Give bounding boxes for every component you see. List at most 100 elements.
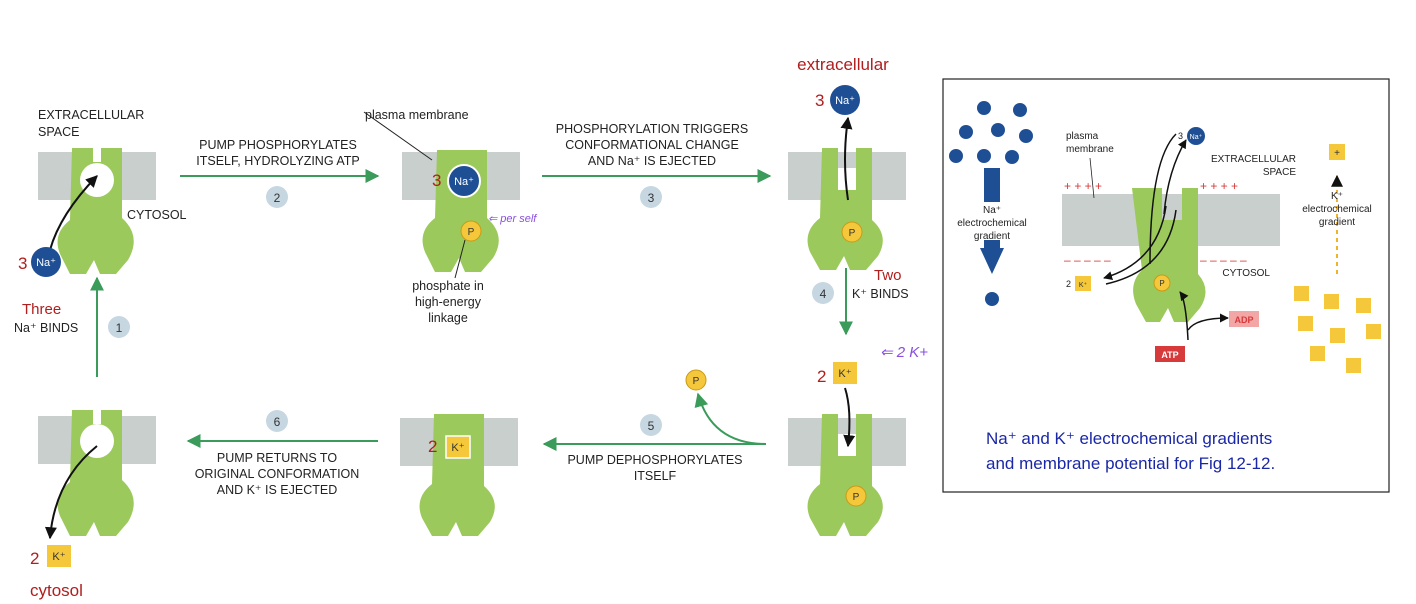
na-dots-cluster: [949, 101, 1033, 306]
inset-k-ion-label: K⁺: [1079, 282, 1088, 289]
k-gradient-label-1: K⁺: [1331, 191, 1343, 202]
step-6-number: 6: [274, 415, 281, 429]
k-ion-label-5: K⁺: [451, 442, 464, 454]
inset-extracellular-2: SPACE: [1263, 167, 1296, 178]
released-phosphate-label: P: [693, 376, 700, 387]
released-phosphate-icon: [685, 369, 707, 391]
k-count-6: 2: [30, 549, 39, 568]
phosphate-label: P: [468, 227, 475, 238]
step-5-line-2: ITSELF: [634, 469, 677, 483]
step-2-badge: [266, 186, 288, 208]
inset-plus-left: + + + +: [1064, 179, 1102, 193]
phosphate-label-4: P: [853, 492, 860, 503]
step-4-number: 4: [820, 287, 827, 301]
na-ion-label-2: Na⁺: [454, 176, 474, 188]
step-1-line-1: Three: [22, 301, 61, 318]
inset-plasma-label-1: plasma: [1066, 131, 1099, 142]
plasma-membrane-label: plasma membrane: [365, 108, 469, 122]
adp-box: [1229, 311, 1259, 327]
extracellular-space-label-2: SPACE: [38, 125, 79, 139]
inset-na-out-arrow-2: [1149, 133, 1177, 265]
k-gradient-label-3: gradient: [1319, 217, 1355, 228]
handwritten-2k: ⇐ 2 K+: [880, 344, 928, 361]
k-top-plus: +: [1334, 148, 1340, 159]
phosphate-label-3: P: [849, 228, 856, 239]
inset-k-count: 2: [1066, 279, 1071, 289]
stage-1-pump: [38, 148, 156, 274]
cytosol-label-red: cytosol: [30, 581, 83, 600]
plasma-membrane-pointer: [363, 111, 433, 161]
caption-line-2: and membrane potential for Fig 12-12.: [986, 454, 1275, 473]
pump-protein: [57, 148, 134, 274]
phosphate-note-1: phosphate in: [412, 279, 484, 293]
inset-phosphate-label: P: [1159, 279, 1164, 288]
inset-plus-right: + + + +: [1200, 179, 1238, 193]
na-count-1: 3: [18, 254, 27, 273]
step-2-line-2: ITSELF, HYDROLYZING ATP: [196, 154, 359, 168]
inset-na-ion: [1187, 127, 1205, 145]
step-3-line-1: PHOSPHORYLATION TRIGGERS: [556, 122, 748, 136]
na-ion-3: [830, 85, 860, 115]
handwritten-per-self: ⇐ per self: [488, 213, 537, 225]
phosphate-release-arrow: [694, 392, 767, 445]
step-1-badge: [108, 316, 130, 338]
stage-3-pump: [788, 148, 906, 270]
phosphate-pointer: [454, 239, 466, 279]
step-1-number: 1: [116, 321, 123, 335]
na-gradient-bar: [984, 168, 1000, 202]
na-gradient-label-2: electrochemical: [957, 218, 1026, 229]
caption-line-1: Na⁺ and K⁺ electrochemical gradients: [986, 429, 1272, 448]
extracellular-space-label: EXTRACELLULAR: [38, 108, 144, 122]
phosphate-icon: [460, 220, 482, 242]
step-5-line-1: PUMP DEPHOSPHORYLATES: [567, 453, 742, 467]
stage-5-pump: [400, 414, 518, 536]
inset-pump: [1132, 188, 1206, 322]
inset-minus-right: – – – – –: [1200, 253, 1247, 267]
atp-label: ATP: [1161, 350, 1178, 360]
inset-na-count: 3: [1178, 131, 1183, 141]
extracellular-label-red: extracellular: [797, 55, 889, 74]
k-exit-arrow: [44, 445, 98, 540]
na-gradient-label-1: Na⁺: [983, 205, 1001, 216]
step-6-line-1: PUMP RETURNS TO: [217, 451, 337, 465]
step-5-number: 5: [648, 419, 655, 433]
atp-box: [1155, 346, 1185, 362]
phosphate-icon-3: [841, 221, 863, 243]
inset-na-out-arrow: [1163, 139, 1187, 215]
na-count-3: 3: [815, 91, 824, 110]
inset-plasma-pointer: [1089, 157, 1095, 199]
k-top-square: [1329, 144, 1345, 160]
na-ion-2: [447, 164, 481, 198]
inset-phosphate-icon: [1153, 274, 1171, 292]
phosphate-note-2: high-energy: [415, 295, 482, 309]
na-count-2: 3: [432, 171, 441, 190]
step-2-line-1: PUMP PHOSPHORYLATES: [199, 138, 357, 152]
inset-adp-arrow: [1187, 313, 1229, 331]
phosphate-note-3: linkage: [428, 311, 468, 325]
step-4-line-2: K⁺ BINDS: [852, 287, 909, 301]
inset-atp-arrow: [1179, 291, 1189, 341]
phosphate-icon-4: [845, 485, 867, 507]
k-count-4: 2: [817, 367, 826, 386]
inset-k-in-arrow-2: [1105, 209, 1177, 285]
stage-4-pump: [788, 414, 906, 536]
step-2-number: 2: [274, 191, 281, 205]
inset-k-ion: [1075, 276, 1091, 291]
na-ion-label-3: Na⁺: [835, 95, 855, 107]
k-ion-label-4: K⁺: [838, 368, 851, 380]
cytosol-label: CYTOSOL: [127, 208, 187, 222]
inset-plasma-label-2: membrane: [1066, 144, 1114, 155]
step-4-line-1: Two: [874, 267, 902, 284]
na-gradient-arrowhead: [980, 248, 1004, 274]
step-3-badge: [640, 186, 662, 208]
k-ion-5: [445, 435, 471, 459]
step-6-line-3: AND K⁺ IS EJECTED: [217, 483, 338, 497]
k-gradient-label-2: electrochemical: [1302, 204, 1371, 215]
step-1-line-2: Na⁺ BINDS: [14, 321, 78, 335]
step-3-number: 3: [648, 191, 655, 205]
inset-extracellular-1: EXTRACELLULAR: [1211, 154, 1296, 165]
step-5-badge: [640, 414, 662, 436]
step-4-badge: [812, 282, 834, 304]
step-6-badge: [266, 410, 288, 432]
